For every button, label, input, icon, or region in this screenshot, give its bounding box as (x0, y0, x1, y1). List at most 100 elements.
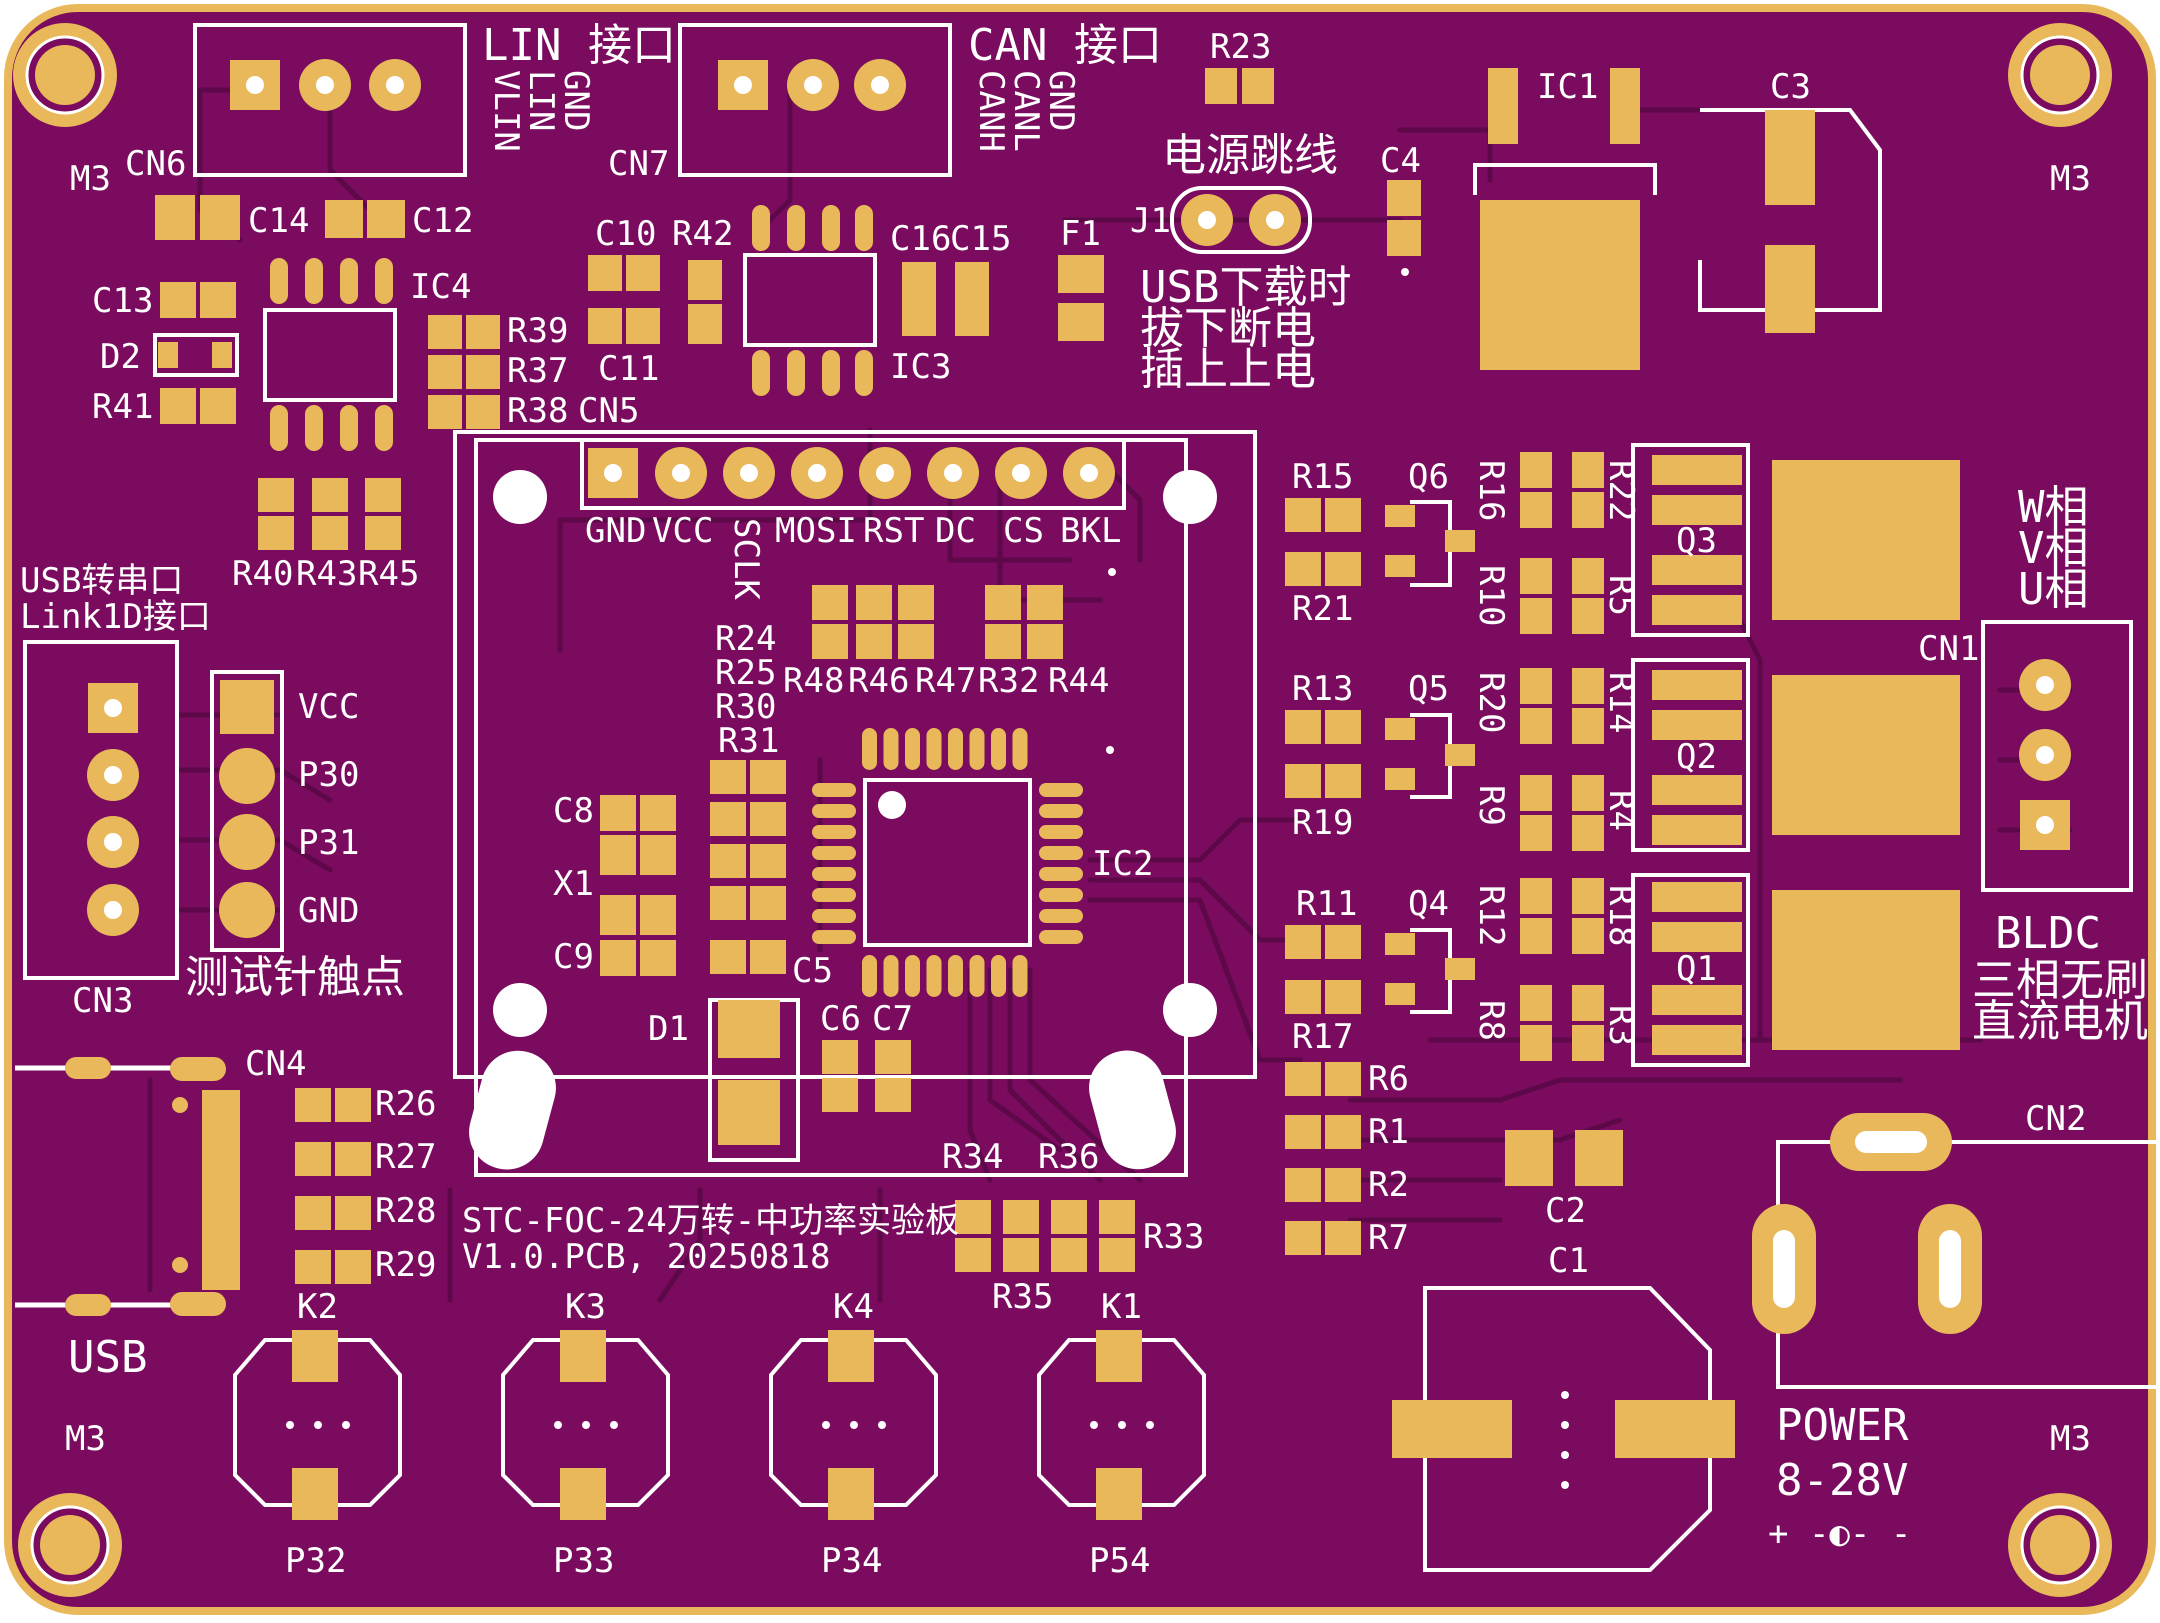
r44-label: R44 (1048, 661, 1109, 701)
cn7-label: CN7 (608, 144, 669, 184)
r2-label: R2 (1368, 1165, 1409, 1205)
gate-drive-q6: R15 Q6 R21 (1285, 457, 1475, 629)
cn2-label: CN2 (2025, 1099, 2086, 1139)
gate-drive-q5: R13 Q5 R19 (1285, 669, 1475, 843)
r40-r43-r45: R40 R43 R45 (232, 478, 419, 594)
c16-label: C16 (890, 219, 951, 259)
r15-label: R15 (1292, 457, 1353, 497)
q6-label: Q6 (1408, 457, 1449, 497)
r41: R41 (92, 387, 236, 427)
tp-p31-label: P31 (298, 823, 359, 863)
cn7-pin-1: CANH (971, 70, 1011, 152)
key-k4[interactable]: K4 P34 (769, 1287, 938, 1581)
r48-label: R48 (783, 661, 844, 701)
tp-gnd-label: GND (298, 891, 359, 931)
r19-label: R19 (1292, 803, 1353, 843)
r11-label: R11 (1296, 884, 1357, 924)
c13: C13 (92, 281, 236, 321)
q4-label: Q4 (1408, 884, 1449, 924)
r46-label: R46 (848, 661, 909, 701)
r6-label: R6 (1368, 1059, 1409, 1099)
ic2-pad-bottom (926, 955, 942, 997)
r16-label: R16 (1471, 460, 1511, 521)
cn6-pin-1: VLIN (486, 70, 526, 152)
r6-r1-r2-r7: R6 R1 R2 R7 (1285, 1059, 1409, 1258)
ic2-pad-left (812, 888, 856, 902)
c2-label: C2 (1545, 1191, 1586, 1231)
ic2-pad-right (1039, 930, 1083, 944)
ic2-pad-left (812, 930, 856, 944)
r1-label: R1 (1368, 1112, 1409, 1152)
key-k3[interactable]: K3 P33 (501, 1287, 670, 1581)
cn5-pin-vcc: VCC (652, 511, 713, 551)
cn5-pin-bkl: BKL (1060, 511, 1121, 551)
ic3: IC3 (743, 205, 951, 396)
c8-x1-c9: C8 X1 C9 C5 (553, 791, 833, 991)
c15-label: C15 (950, 219, 1011, 259)
r23-label: R23 (1210, 27, 1271, 67)
k4-label: K4 (833, 1287, 874, 1327)
c14: C14 (155, 195, 309, 241)
r40-label: R40 (232, 554, 293, 594)
ic2-pad-bottom (1012, 955, 1028, 997)
power-line-2: 8-28V (1776, 1455, 1908, 1506)
cn7-connector: CN7 CAN 接口 CANH CANL GND (608, 20, 1162, 184)
cn3-label: CN3 (72, 981, 133, 1021)
j1-title: 电源跳线 (1162, 130, 1338, 181)
c1-label: C1 (1548, 1241, 1589, 1281)
x1-label: X1 (553, 864, 594, 904)
jumper-j1: J1 电源跳线 USB下载时 拔下断电 插上上电 (1130, 130, 1351, 395)
r26-label: R26 (375, 1084, 436, 1124)
k2-label: K2 (297, 1287, 338, 1327)
m3-tl-label: M3 (70, 159, 111, 199)
r12-label: R12 (1471, 885, 1511, 946)
cn7-pin-2: CANL (1006, 70, 1046, 152)
c4-label: C4 (1380, 141, 1421, 181)
r10-label: R10 (1471, 565, 1511, 626)
cn2-power-jack: CN2 POWER 8-28V + -◐- - (1752, 1099, 2160, 1554)
j1-note-2: 拔下断电 (1140, 303, 1316, 354)
ic4: IC4 (263, 258, 471, 451)
cn7-pin-3: GND (1041, 70, 1081, 131)
c14-label: C14 (248, 201, 309, 241)
r41-label: R41 (92, 387, 153, 427)
phase-v: V相 (2018, 523, 2089, 574)
r25-label: R25 (715, 653, 776, 693)
ic2-pad-left (812, 783, 856, 797)
cn5-pin-rst: RST (863, 511, 924, 551)
ic2-pad-top (905, 728, 920, 770)
ic2-pad-top (1012, 728, 1028, 770)
key-k2[interactable]: K2 P32 (233, 1287, 402, 1581)
r38-label: R38 (507, 391, 568, 431)
mosfet-q3: Q3 (1631, 443, 1960, 637)
c7-label: C7 (872, 999, 913, 1039)
cn3-title-1: USB转串口 (20, 561, 183, 601)
cn6-label: CN6 (125, 144, 186, 184)
cn6-connector: CN6 LIN 接口 VLIN LIN GND (125, 20, 676, 184)
r42: R42 (672, 214, 733, 344)
r39-label: R39 (507, 311, 568, 351)
usb-label: USB (68, 1332, 147, 1383)
r21-label: R21 (1292, 589, 1353, 629)
k3-label: K3 (565, 1287, 606, 1327)
c6-c7: C6 C7 (820, 999, 913, 1112)
c6-label: C6 (820, 999, 861, 1039)
ic2-label: IC2 (1092, 844, 1153, 884)
r45-label: R45 (358, 554, 419, 594)
r35-label: R35 (992, 1277, 1053, 1317)
p34-label: P34 (821, 1541, 882, 1581)
q2-label: Q2 (1676, 737, 1717, 777)
polarity-symbol: + -◐- - (1768, 1514, 1911, 1554)
cn5-pin-cs: CS (1003, 511, 1044, 551)
key-k1[interactable]: K1 P54 (1037, 1287, 1206, 1581)
ic2-pad-top (991, 728, 1006, 770)
cn5-pin-sclk: SCLK (726, 518, 766, 600)
vias (286, 268, 1569, 1489)
r43-label: R43 (296, 554, 357, 594)
d2: D2 (100, 333, 239, 377)
cn7-title: CAN 接口 (968, 20, 1162, 71)
q3-label: Q3 (1676, 521, 1717, 561)
p54-label: P54 (1089, 1541, 1150, 1581)
r29-label: R29 (375, 1245, 436, 1285)
mount-hole-tr: M3 (2008, 23, 2112, 199)
